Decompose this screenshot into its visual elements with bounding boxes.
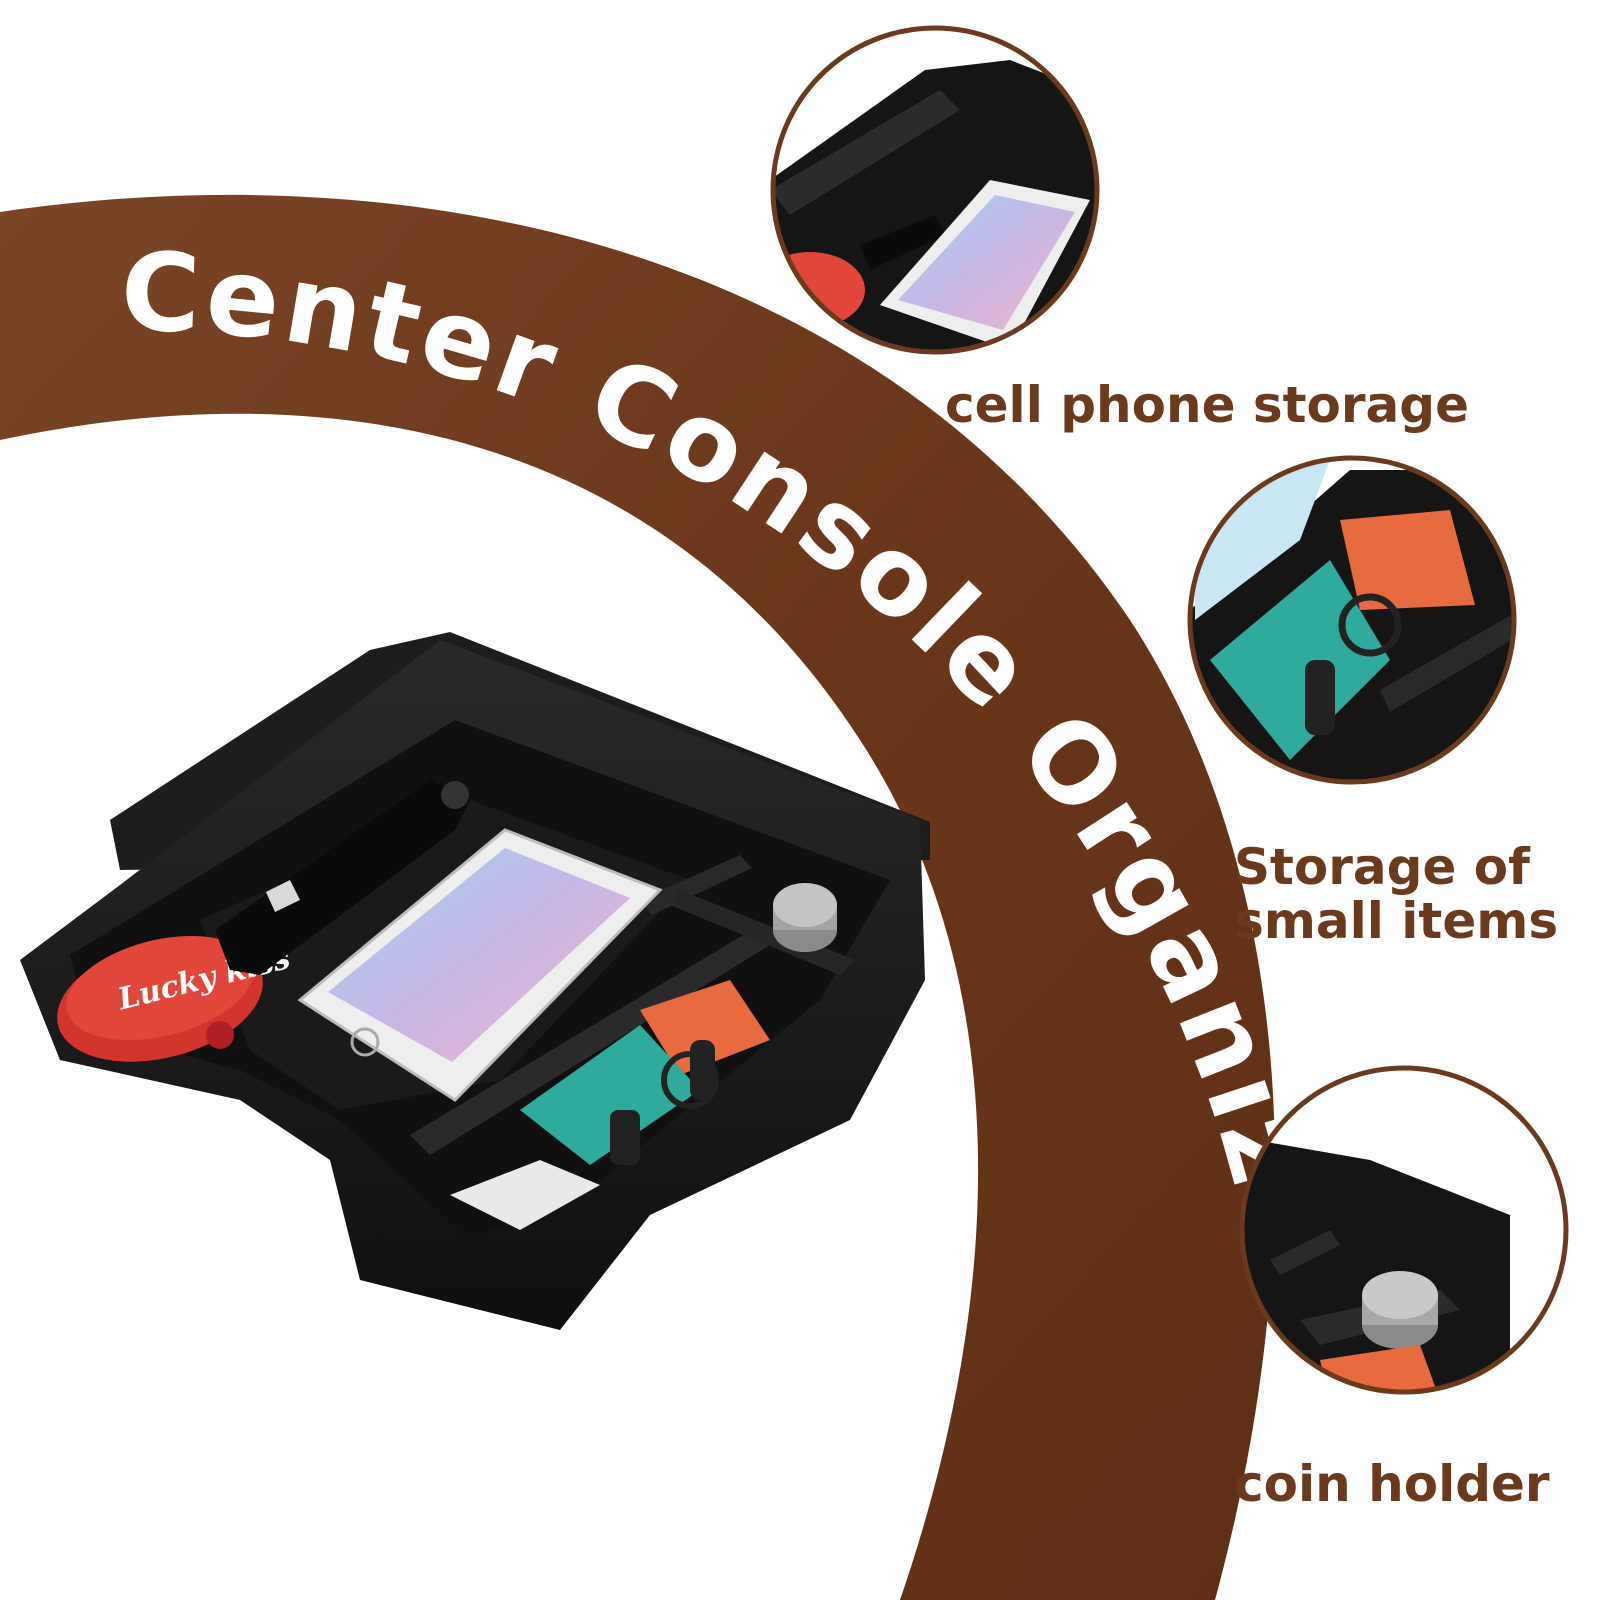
main-tray-image: Lucky kiss <box>20 632 930 1330</box>
brown-arc-band <box>0 194 1276 1600</box>
pocket-knife <box>215 780 470 975</box>
caption-coin-holder: coin holder <box>1234 1455 1550 1513</box>
small-items <box>520 980 770 1165</box>
smartphone <box>297 828 663 1102</box>
caption-storage-small-items: Storage of small items <box>1234 838 1559 950</box>
detail-circle-coin <box>1239 1065 1569 1395</box>
coin-stack <box>773 883 837 952</box>
detail-circle-phone <box>770 25 1100 355</box>
detail-circle-small-items <box>1187 455 1517 785</box>
caption-cell-phone-storage: cell phone storage <box>945 376 1469 434</box>
